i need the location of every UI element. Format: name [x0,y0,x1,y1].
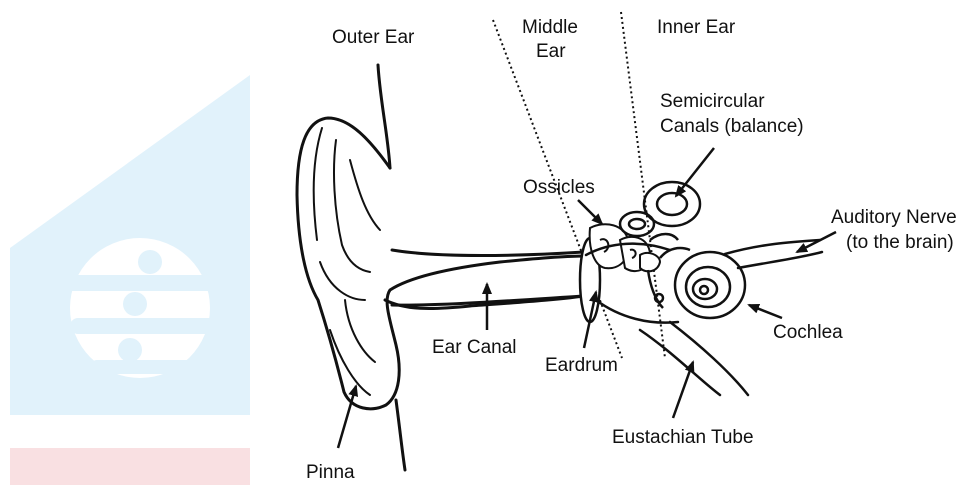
eardrum-label: Eardrum [545,355,618,376]
ossicles-pointer [578,200,602,224]
auditory-nerve-label-line1: Auditory Nerve [831,207,957,228]
cochlea-label: Cochlea [773,322,843,343]
auditory-nerve-label-line2: (to the brain) [846,232,954,253]
auditory-nerve-shape [725,240,822,268]
cochlea-pointer [749,305,782,318]
semicircular-canals-label-line1: Semicircular [660,91,765,112]
eustachian-tube-label: Eustachian Tube [612,427,754,448]
eustachian-pointer [673,362,693,418]
semicircular-canals-label-line2: Canals (balance) [660,116,804,137]
middle-ear-label-line2: Ear [536,41,566,62]
ear-canal-label: Ear Canal [432,337,517,358]
ossicles-label: Ossicles [523,177,595,198]
watermark-logo [10,75,250,485]
inner-ear-label: Inner Ear [657,17,736,38]
cochlea-shape [675,252,745,318]
pinna-label: Pinna [306,462,355,483]
outer-ear-label: Outer Ear [332,27,415,48]
middle-ear-label-line1: Middle [522,17,578,38]
pinna-shape [297,65,590,470]
semicircular-pointer [676,148,714,196]
